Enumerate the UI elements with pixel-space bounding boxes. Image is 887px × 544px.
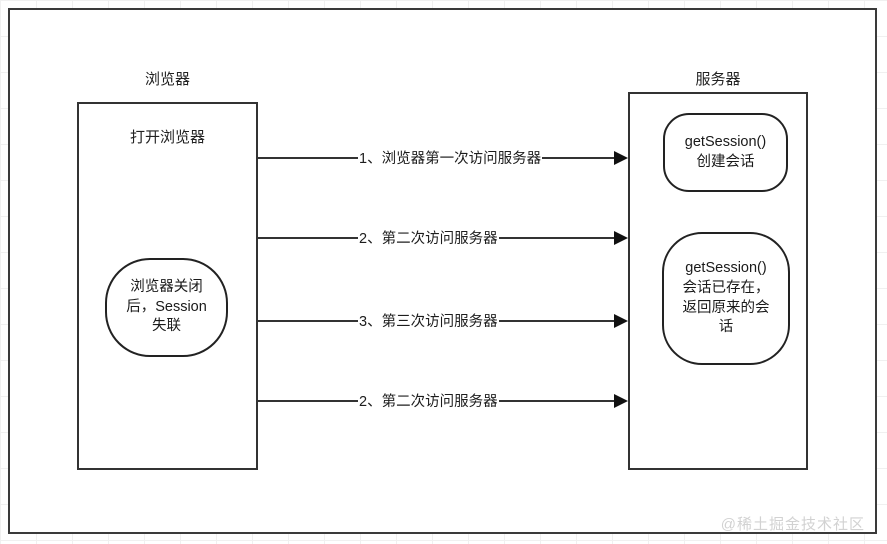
flow-arrow-2: 2、第二次访问服务器 [258,229,628,247]
server-existing-session-text: getSession() 会话已存在， 返回原来的会 话 [682,260,770,336]
watermark: @稀土掘金技术社区 [720,516,865,533]
flow-3-label: 3、第三次访问服务器 [359,313,498,330]
server-create-session-text: getSession() 创建会话 [684,133,767,170]
flow-arrow-1: 1、浏览器第一次访问服务器 [258,149,628,167]
flow-2-label: 2、第二次访问服务器 [359,230,498,247]
flow-4-label: 2、第二次访问服务器 [359,393,498,410]
flow-4-arrowhead-icon [614,394,628,408]
flow-4-line-left [258,400,358,402]
server-lane-label: 服务器 [695,71,741,88]
browser-lane-label: 浏览器 [144,71,190,88]
flow-1-arrowhead-icon [614,151,628,165]
flow-2-line-left [258,237,358,239]
server-existing-session-node: getSession() 会话已存在， 返回原来的会 话 [662,232,790,365]
browser-session-lost-text: 浏览器关闭 后，Session 失联 [126,279,207,335]
flow-2-arrowhead-icon [614,231,628,245]
flow-2-line-right [498,237,615,239]
server-create-session-node: getSession() 创建会话 [663,113,788,192]
flow-3-line-left [258,320,358,322]
flow-arrow-4: 2、第二次访问服务器 [258,392,628,410]
flow-1-line-left [258,157,358,159]
flow-arrow-3: 3、第三次访问服务器 [258,312,628,330]
flow-3-line-right [498,320,615,322]
flow-4-line-right [498,400,615,402]
flow-1-label: 1、浏览器第一次访问服务器 [359,150,542,167]
browser-box-title: 打开浏览器 [129,129,205,146]
browser-session-lost-node: 浏览器关闭 后，Session 失联 [105,258,228,357]
flow-1-line-right [542,157,615,159]
flow-3-arrowhead-icon [614,314,628,328]
